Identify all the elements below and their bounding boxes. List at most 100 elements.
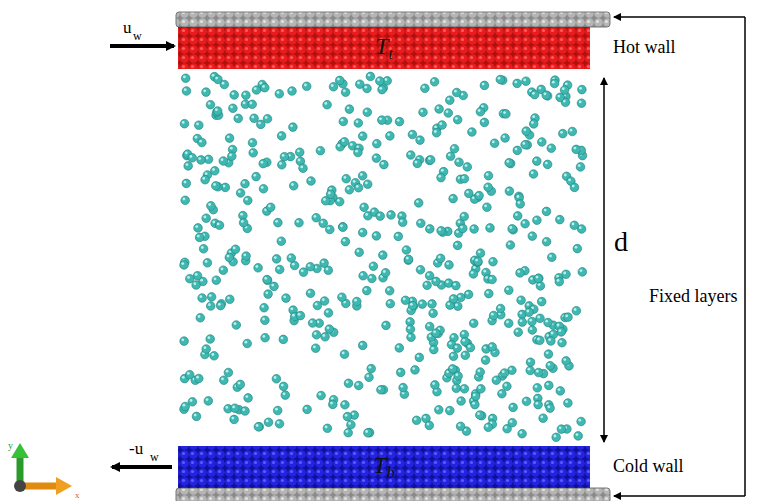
particle-highlight (441, 169, 444, 172)
particle (321, 333, 330, 342)
particle-highlight (471, 321, 474, 324)
particle-highlight (432, 382, 435, 385)
particle-highlight (181, 262, 184, 265)
particle-highlight (515, 148, 518, 151)
particle-highlight (196, 123, 199, 126)
particle-highlight (418, 221, 421, 224)
particle-highlight (327, 326, 330, 329)
particle (492, 376, 501, 385)
particle (534, 368, 543, 377)
symbol-main: T (375, 33, 388, 59)
particle-highlight (546, 334, 549, 337)
particle (407, 333, 416, 342)
particle-highlight (254, 87, 257, 90)
particle (538, 138, 547, 147)
particle (574, 432, 583, 441)
particle (425, 322, 434, 331)
particle (542, 237, 551, 246)
particle-highlight (431, 347, 434, 350)
particle-highlight (195, 225, 198, 228)
particle (460, 385, 469, 394)
particle (380, 160, 389, 169)
particle-highlight (458, 221, 461, 224)
particle-highlight (522, 221, 525, 224)
particle-highlight (422, 86, 425, 89)
particle-highlight (539, 139, 542, 142)
particle-highlight (462, 214, 465, 217)
particle-highlight (451, 296, 454, 299)
particle-highlight (215, 108, 218, 111)
particle (341, 88, 350, 97)
particle (231, 404, 240, 413)
particle-highlight (485, 185, 488, 188)
particle (556, 93, 565, 102)
particle-highlight (339, 295, 342, 298)
particle (423, 281, 432, 290)
particle-highlight (214, 278, 217, 281)
particle (419, 108, 428, 117)
particle-highlight (499, 391, 502, 394)
particle-highlight (544, 239, 547, 242)
particle-highlight (282, 154, 285, 157)
particle-highlight (275, 220, 278, 223)
particle-highlight (554, 435, 557, 438)
particle (399, 383, 408, 392)
particle (281, 391, 290, 400)
particle-highlight (233, 247, 236, 250)
particle (533, 216, 542, 225)
particle (486, 224, 495, 233)
particle (535, 274, 544, 283)
particle (452, 384, 461, 393)
particle-highlight (198, 315, 201, 318)
particle (366, 72, 375, 81)
particle (449, 295, 458, 304)
particle (556, 387, 565, 396)
particle (426, 156, 435, 165)
particle (202, 345, 211, 354)
particle (539, 414, 548, 423)
particle-highlight (458, 398, 461, 401)
particle (236, 189, 245, 198)
particle (518, 318, 527, 327)
particle (513, 146, 522, 155)
particle (546, 361, 555, 370)
particle (444, 109, 453, 118)
particle-highlight (290, 124, 293, 127)
particle-highlight (478, 109, 481, 112)
particle-highlight (523, 79, 526, 82)
particle-highlight (510, 420, 513, 423)
particle (248, 100, 257, 109)
dimension-arrow (603, 78, 605, 90)
particle-highlight (486, 173, 489, 176)
particle (562, 270, 571, 279)
particle-highlight (494, 378, 497, 381)
particle-highlight (446, 110, 449, 113)
particle-highlight (315, 303, 318, 306)
particle (516, 200, 525, 209)
particle-highlight (536, 276, 539, 279)
particle-highlight (238, 190, 241, 193)
particle (415, 353, 424, 362)
hot-wall (178, 27, 590, 69)
particle-highlight (400, 385, 403, 388)
particle-highlight (551, 332, 554, 335)
particle-highlight (360, 173, 363, 176)
particle-highlight (352, 412, 355, 415)
particle (319, 219, 328, 228)
particle-highlight (397, 119, 400, 122)
particle (228, 152, 237, 161)
particle-highlight (281, 384, 284, 387)
particle-highlight (549, 255, 552, 258)
particle (516, 269, 525, 278)
particle-highlight (227, 255, 230, 258)
particle (198, 138, 207, 147)
particle (363, 180, 372, 189)
particle (326, 190, 335, 199)
particle-highlight (427, 273, 430, 276)
particle-highlight (342, 352, 345, 355)
particle-highlight (518, 201, 521, 204)
particle-highlight (448, 154, 451, 157)
particle-highlight (181, 338, 184, 341)
particle-highlight (347, 187, 350, 190)
particle (275, 90, 284, 99)
